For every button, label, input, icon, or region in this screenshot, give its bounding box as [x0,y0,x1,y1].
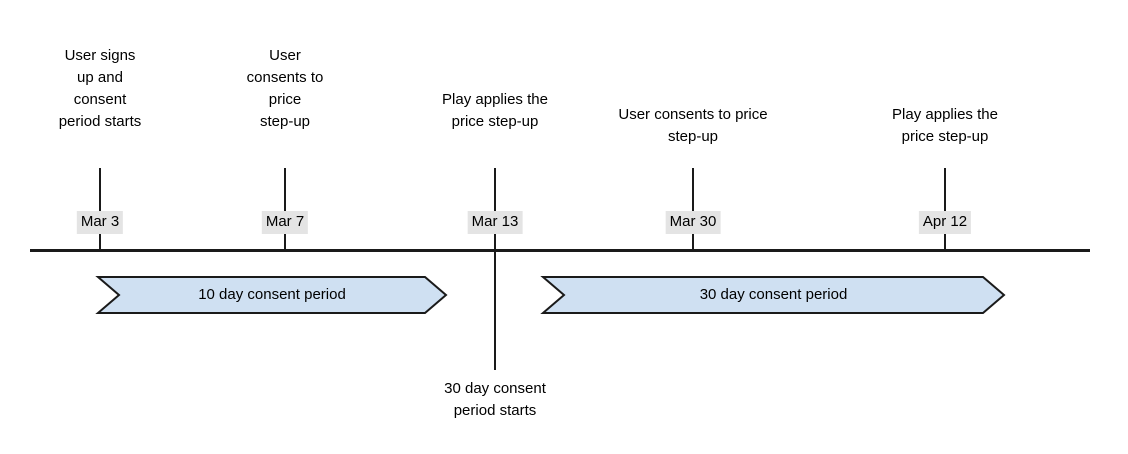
event-user-consents-2-tick [692,168,694,212]
event-user-consents-1-tick [284,168,286,212]
period-30-day: 30 day consent period [540,276,1006,314]
event-play-applies-2-description: Play applies the price step-up [892,106,998,145]
event-signup-tick-lower [99,233,101,249]
event-play-applies-2-tick [944,168,946,212]
event-play-applies-2-tick-lower [944,233,946,249]
event-play-applies-2-date-label: Apr 12 [918,211,972,234]
event-signup-description: User signs up and consent period starts [58,47,142,130]
callout-30-day-start-connector [494,250,496,370]
period-10-day-label: 10 day consent period [198,286,346,303]
event-user-consents-1-description: User consents to price step-up [246,47,324,130]
event-user-consents-1-date-label: Mar 7 [261,211,309,234]
event-play-applies-1-tick [494,168,496,212]
event-user-consents-2-date-label: Mar 30 [665,211,721,234]
event-signup-date-label: Mar 3 [76,211,124,234]
period-30-day-label: 30 day consent period [699,286,848,303]
timeline-axis [30,249,1090,252]
period-30-day-shape [540,276,1006,314]
event-user-consents-2-tick-lower [692,233,694,249]
event-play-applies-1-tick-lower [494,233,496,249]
callout-30-day-start-text: 30 day consent period starts [444,380,546,419]
event-signup-tick [99,168,101,212]
event-play-applies-1-date-label: Mar 13 [467,211,523,234]
period-10-day: 10 day consent period [95,276,448,314]
event-user-consents-2-description: User consents to price step-up [618,106,768,145]
event-user-consents-1-tick-lower [284,233,286,249]
period-10-day-shape [95,276,448,314]
event-play-applies-1-description: Play applies the price step-up [442,91,548,130]
